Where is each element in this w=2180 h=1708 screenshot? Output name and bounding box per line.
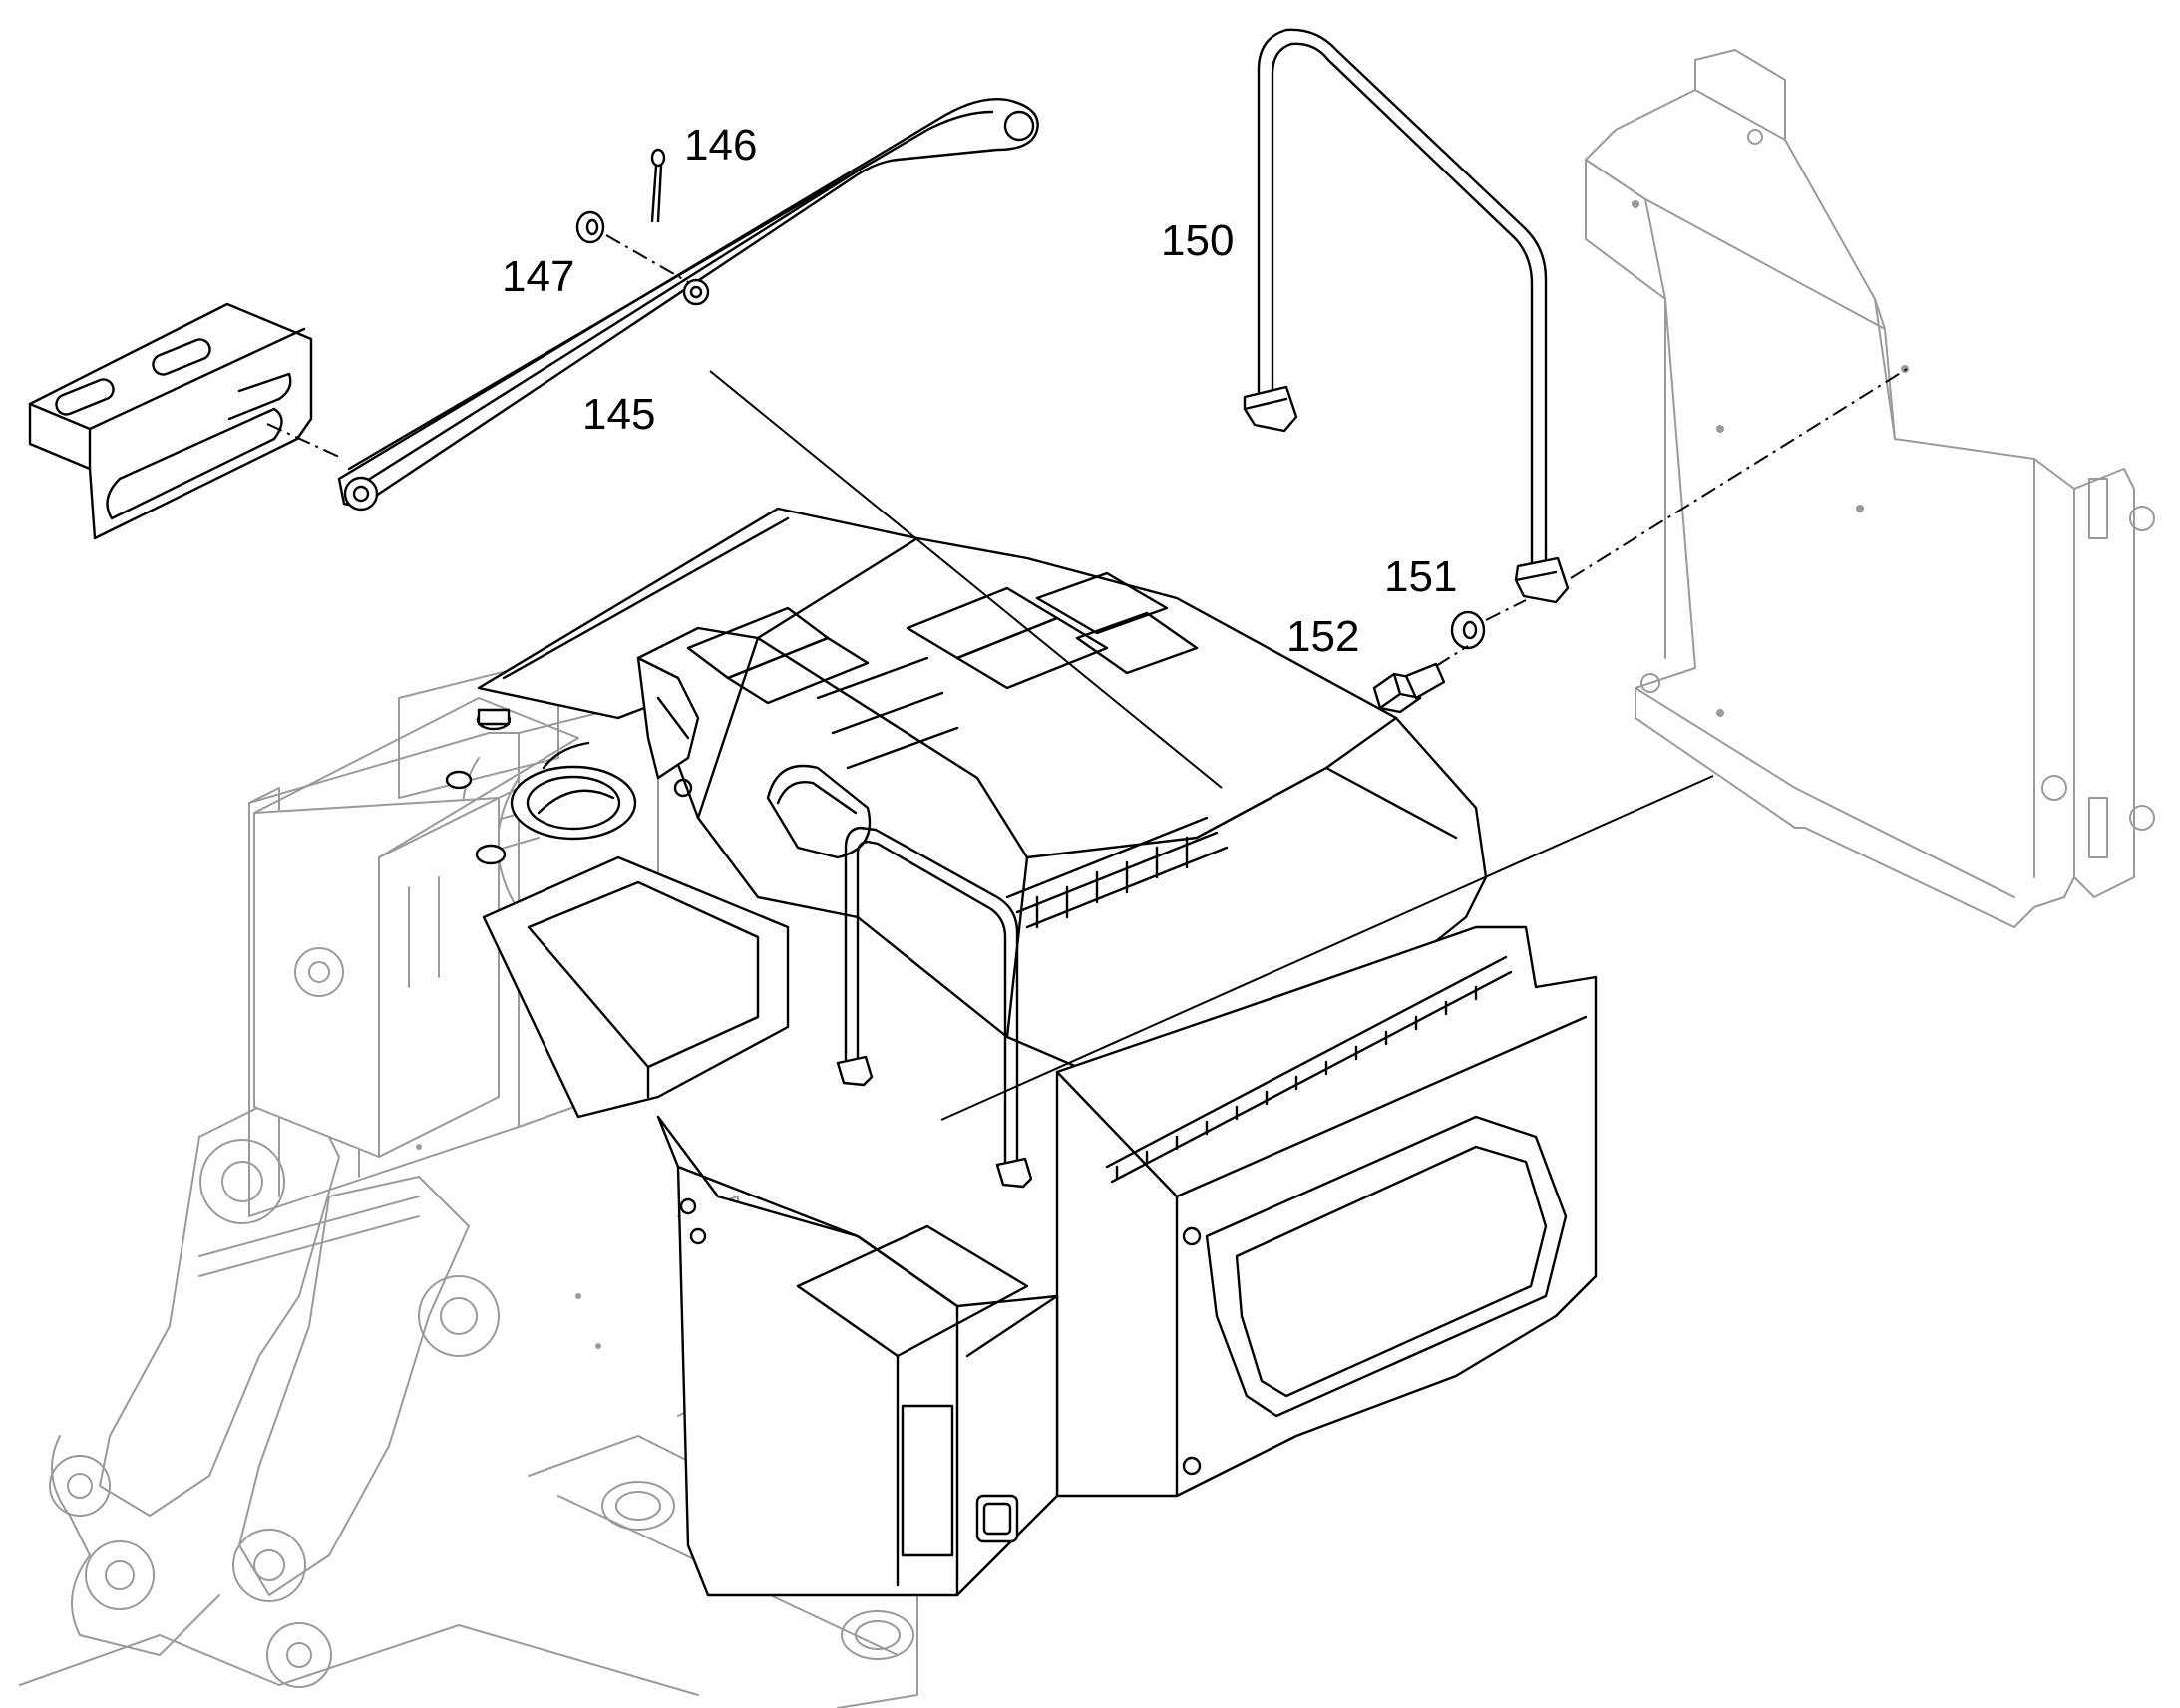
callout-145: 145 [582,390,655,439]
callout-150: 150 [1161,216,1234,265]
engine-hood-assembly [445,507,1598,1597]
callout-152: 152 [1286,612,1359,661]
leader-lines [709,370,1714,1121]
assembly-lines [266,234,1908,667]
hardware-parts [575,148,1486,714]
part-152-bolt [1372,662,1446,714]
hydraulic-tank [253,697,579,1158]
grab-handle-installed [836,826,1033,1189]
part-147-washer [575,210,605,244]
callout-151: 151 [1384,552,1457,601]
callout-146: 146 [684,121,757,170]
part-151-washer [1450,610,1486,650]
part-146-split-pin [650,148,666,168]
callout-147: 147 [502,252,574,301]
callout-labels: 146 147 145 150 151 152 [502,121,1457,661]
counterweight-panel [1585,49,2155,928]
part-145-support-arm [337,98,1039,512]
mounting-bracket [28,302,313,540]
part-150-grab-handle [1243,28,1570,604]
